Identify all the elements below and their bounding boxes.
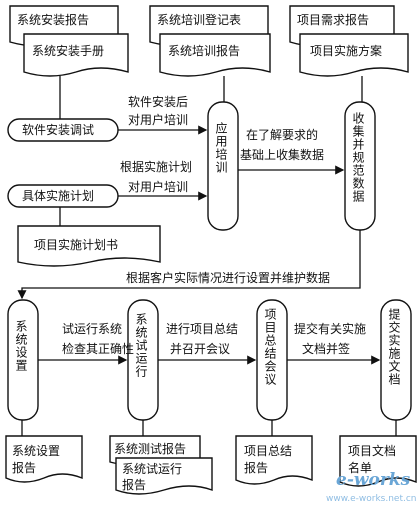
doc-training-register: 系统培训登记表 (157, 13, 242, 27)
edge-label-install-line2: 对用户培训 (128, 113, 189, 127)
doc-trial-report-line1: 系统试运行 (122, 462, 183, 476)
doc-training-report: 系统培训报告 (168, 44, 241, 58)
doc-requirements: 项目需求报告 (297, 13, 370, 27)
edge-label-trial-line1: 试运行系统 (62, 322, 123, 336)
doc-install-report: 系统安装报告 (17, 13, 90, 27)
box-trial: 系统试运行 (134, 313, 148, 378)
doc-implementation-plan-shape (299, 33, 409, 77)
watermark-brand: e-works (336, 470, 411, 490)
edge-label-collect-line2: 基础上收集数据 (240, 148, 325, 162)
doc-install-manual-shape (23, 33, 129, 77)
doc-summary-report-line1: 项目总结 (244, 444, 293, 458)
box-collect: 收集并规范数据 (351, 112, 365, 203)
watermark-site: www.e-works.net.cn (326, 494, 417, 504)
oval-install: 软件安装调试 (22, 123, 95, 137)
edge-label-plan-line1: 根据实施计划 (120, 160, 193, 174)
doc-file-list-line1: 项目文档 (348, 444, 397, 458)
doc-install-manual: 系统安装手册 (32, 44, 105, 58)
oval-plan: 具体实施计划 (22, 189, 95, 203)
box-summary: 项目总结会议 (263, 308, 277, 386)
doc-plan-book: 项目实施计划书 (34, 238, 119, 252)
doc-setup-report-shape (5, 435, 83, 483)
doc-plan-book-shape (17, 225, 161, 267)
box-submit: 提交实施文档 (387, 308, 401, 386)
doc-summary-report-shape (235, 435, 313, 485)
doc-trial-report-shape (115, 457, 213, 495)
edge-label-setup: 根据客户实际情况进行设置并维护数据 (126, 271, 331, 285)
box-training-shape (207, 101, 239, 231)
doc-setup-report-line2: 报告 (12, 461, 37, 475)
edge-label-submit-line1: 提交有关实施 (294, 322, 367, 336)
edge-label-summary-line2: 并召开会议 (170, 342, 231, 356)
edge-label-plan-line2: 对用户培训 (128, 180, 189, 194)
box-training: 应用培训 (214, 122, 228, 174)
edge-label-submit-line2: 文档并签 (302, 342, 351, 356)
doc-implementation-plan: 项目实施方案 (310, 44, 383, 58)
doc-test-report: 系统测试报告 (114, 442, 187, 456)
arrow-collect-setup (17, 230, 361, 300)
box-setup: 系统设置 (14, 320, 28, 372)
doc-file-list-shape (339, 435, 417, 487)
edge-label-collect-line1: 在了解要求的 (246, 128, 319, 142)
edge-label-trial-line2: 检查其正确性 (62, 342, 135, 356)
doc-summary-report-line2: 报告 (244, 461, 269, 475)
doc-training-report-shape (159, 33, 271, 77)
doc-file-list-line2: 名单 (348, 461, 373, 475)
doc-trial-report-line2: 报告 (122, 478, 147, 492)
edge-label-summary-line1: 进行项目总结 (166, 322, 239, 336)
edge-label-install-line1: 软件安装后 (128, 95, 189, 109)
doc-setup-report-line1: 系统设置 (12, 444, 61, 458)
